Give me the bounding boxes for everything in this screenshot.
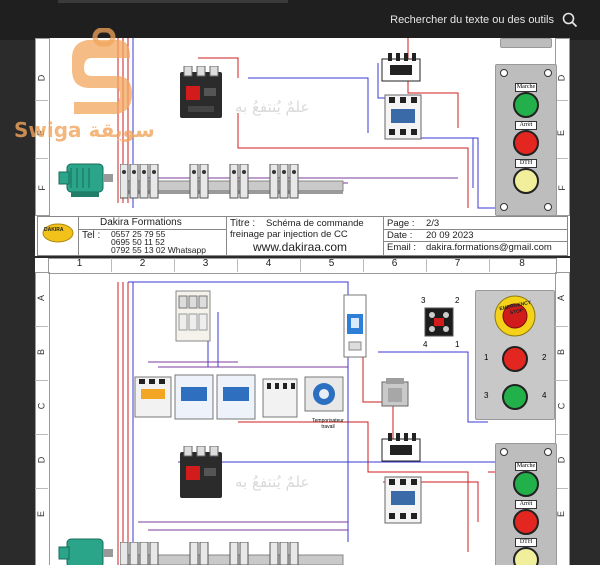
motor-icon-2: [58, 538, 113, 565]
terminal-number-4: 4: [423, 340, 428, 349]
timer-relay: [304, 376, 344, 412]
phone-2: 0695 50 11 52: [111, 237, 165, 247]
search-icon[interactable]: [562, 12, 578, 28]
arret-button: [513, 130, 539, 156]
email-label: Email :: [387, 242, 417, 253]
start-lamp-green: [502, 384, 528, 410]
titre-line-2: freinage par injection de CC: [230, 229, 348, 240]
pushbutton-panel-1: Marche Arrêt DTH: [495, 64, 557, 216]
arret-button-2: [513, 509, 539, 535]
row-label-b: B: [36, 348, 47, 356]
dth-label-2: DTH: [515, 538, 537, 547]
transformer: [381, 378, 409, 407]
viewer-toolbar: Rechercher du texte ou des outils: [0, 0, 600, 40]
fuse-holder: [175, 290, 211, 342]
contactor-km1: [134, 376, 172, 418]
column-ruler: [48, 258, 557, 274]
col-label-1: 1: [76, 258, 83, 269]
row-label-c: C: [36, 402, 47, 410]
emergency-stop-button: [494, 295, 536, 337]
search-tools[interactable]: Rechercher du texte ou des outils: [390, 12, 578, 28]
page-2-sheet: D E F D E F: [35, 38, 570, 256]
emergency-contact-block: [424, 307, 454, 337]
titre-line-1: Schéma de commande: [266, 218, 364, 229]
marche-label: Marche: [515, 83, 537, 92]
col-label-6: 6: [391, 258, 398, 269]
contactor-km-2: [384, 476, 422, 524]
row-label-c-right: C: [556, 402, 567, 410]
terminal-blocks: [120, 164, 299, 199]
col-label-5: 5: [328, 258, 335, 269]
auxiliary-contact: [262, 378, 298, 418]
row-label-f: F: [36, 185, 47, 191]
col-label-3: 3: [202, 258, 209, 269]
row-label-a-right: A: [556, 294, 567, 302]
thermal-overload-relay-2: [180, 446, 222, 498]
terminal-number-1: 1: [455, 340, 460, 349]
circuit-breaker: [343, 294, 367, 358]
terminal-blocks-2: [120, 542, 299, 565]
row-label-d2: D: [36, 456, 47, 464]
col-label-4: 4: [265, 258, 272, 269]
tel-label: Tel :: [82, 230, 101, 241]
contactor-km: [384, 94, 422, 140]
titre-label: Titre :: [230, 218, 256, 229]
motor-icon: [58, 163, 113, 197]
contactor-row: [134, 374, 344, 420]
col-label-7: 7: [454, 258, 461, 269]
contactor-km3: [216, 374, 256, 420]
toolbar-tab-stub: [58, 0, 288, 3]
dakira-logo-text: DAKIRA: [44, 227, 64, 233]
side-number-3: 3: [484, 391, 489, 400]
marche-button-2: [513, 471, 539, 497]
phone-3: 0792 55 13 02 Whatsapp: [111, 245, 206, 255]
dakira-logo: [42, 223, 74, 248]
date-value: 20 09 2023: [426, 230, 474, 241]
contactor-km2: [174, 374, 214, 420]
panel-top-stub: [500, 38, 552, 48]
side-number-2: 2: [542, 353, 547, 362]
terminal-number-2: 2: [455, 296, 460, 305]
date-label: Date :: [387, 230, 413, 241]
side-number-4: 4: [542, 391, 547, 400]
dth-label: DTH: [515, 159, 537, 168]
title-block: DAKIRA Dakira Formations Tel : 0557 25 7…: [37, 216, 568, 256]
swiga-watermark: [12, 27, 182, 148]
dth-button-2: [513, 547, 539, 565]
row-label-a: A: [36, 294, 47, 302]
arret-label-2: Arrêt: [515, 500, 537, 509]
phone-1: 0557 25 79 55: [111, 229, 166, 239]
watermark-arabic-1: علمٌ يُنتفعُ به: [235, 98, 310, 116]
website: www.dakiraa.com: [253, 240, 348, 254]
marche-button: [513, 92, 539, 118]
bridge-rectifier: [381, 53, 421, 82]
page-label: Page :: [387, 218, 415, 229]
terminal-number-3: 3: [421, 296, 426, 305]
bridge-rectifier-2: [381, 433, 421, 462]
pushbutton-panel-2: Marche Arrêt DTH: [495, 443, 557, 565]
stop-lamp-red: [502, 346, 528, 372]
row-label-b-right: B: [556, 348, 567, 356]
marche-label-2: Marche: [515, 462, 537, 471]
search-tools-label[interactable]: Rechercher du texte ou des outils: [390, 14, 554, 26]
side-number-1: 1: [484, 353, 489, 362]
col-label-8: 8: [519, 258, 525, 269]
row-ruler-left-2: [35, 272, 50, 565]
page-value: 2/3: [426, 218, 440, 229]
emergency-stop-panel: EMERGENCY STOP 1 2 3 4: [475, 290, 555, 420]
arret-label: Arrêt: [515, 121, 537, 130]
swiga-watermark-text: Swiga سويقة: [14, 118, 155, 142]
row-label-e2: E: [36, 510, 47, 518]
col-label-2: 2: [139, 258, 146, 269]
row-ruler-left: [35, 38, 50, 216]
thermal-overload-relay: [180, 66, 222, 118]
dth-button: [513, 168, 539, 194]
page-3-sheet: 1 2 3 4 5 6 7 8 A B C D E A B C D E: [35, 258, 570, 565]
timer-label: Temporisateur travail: [312, 418, 344, 430]
email-value: dakira.formations@gmail.com: [426, 242, 552, 253]
company-name: Dakira Formations: [100, 217, 182, 228]
row-ruler-right-2: [555, 272, 570, 565]
swiga-logo-icon: [72, 27, 132, 114]
watermark-arabic-2: علمٌ يُنتفعُ به: [235, 473, 310, 491]
